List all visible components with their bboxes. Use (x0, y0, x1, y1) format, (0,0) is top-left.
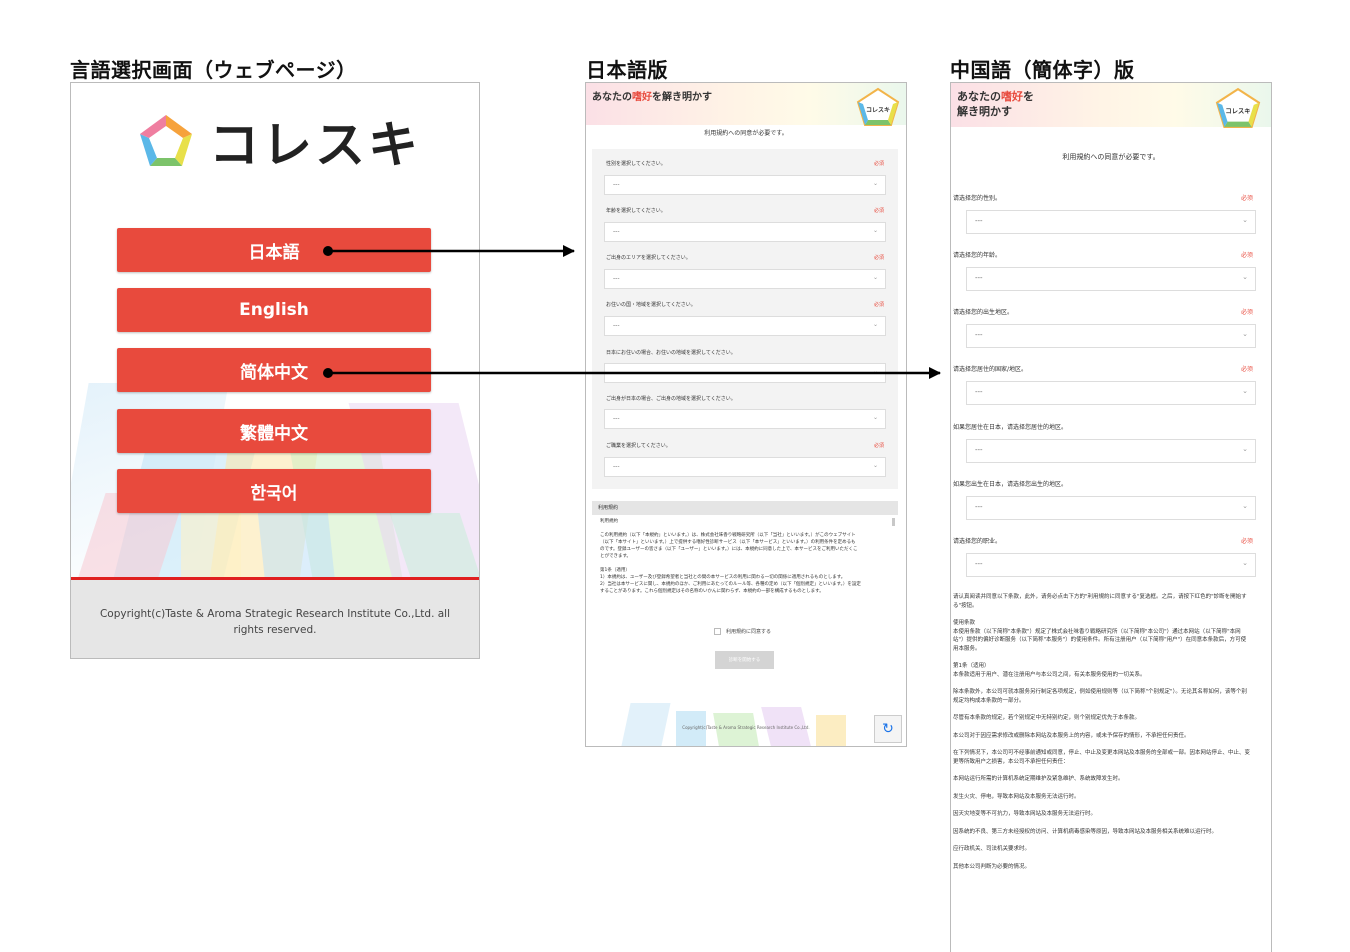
koresuki-logo: コレスキ (137, 105, 421, 177)
chevron-down-icon: ⌄ (872, 321, 878, 328)
terms-heading: 利用規約 (592, 501, 898, 515)
koresuki-badge-icon: コレスキ (1215, 87, 1261, 128)
japan-residence-select[interactable]: ---⌄ (966, 439, 1256, 463)
chevron-down-icon: ⌄ (1242, 559, 1248, 567)
pentagon-logo-icon (140, 115, 192, 166)
header-tagline: あなたの嗜好を解き明かす (957, 90, 1034, 118)
japan-origin-select[interactable]: ---⌄ (604, 409, 886, 429)
occupation-select[interactable]: ---⌄ (966, 553, 1256, 577)
required-badge: 必須 (874, 161, 885, 167)
badge-text: コレスキ (1225, 107, 1250, 115)
chevron-down-icon: ⌄ (872, 180, 878, 187)
site-header: あなたの嗜好を解き明かす コレスキ (951, 83, 1271, 128)
chevron-down-icon: ⌄ (1242, 387, 1248, 395)
chevron-down-icon: ⌄ (1242, 216, 1248, 224)
chevron-down-icon: ⌄ (872, 368, 878, 375)
chevron-down-icon: ⌄ (872, 227, 878, 234)
agree-label: 利用規約に同意する (726, 629, 772, 635)
question-japan-origin-label: ご出身が日本の場合、ご出身の地域を選択してください。 (606, 396, 736, 402)
chevron-down-icon: ⌄ (872, 462, 878, 469)
badge-text: コレスキ (866, 107, 890, 114)
terms-text: 请认真阅读并同意以下条款，此外，请务必点击下方的"利用規約に同意する"复选框。之… (953, 594, 1251, 870)
question-japan-birth-label: 如果您出生在日本，请选择您出生的地区。 (953, 481, 1068, 488)
footer-copyright: Copyright(c)Taste & Aroma Strategic Rese… (682, 725, 810, 730)
required-badge: 必须 (1241, 309, 1254, 316)
age-select[interactable]: ---⌄ (966, 267, 1256, 291)
title-language-select: 言語選択画面（ウェブページ） (70, 58, 357, 82)
language-button-traditional-chinese[interactable]: 繁體中文 (117, 409, 431, 453)
residence-country-select[interactable]: ---⌄ (604, 316, 886, 336)
birth-area-select[interactable]: ---⌄ (966, 324, 1256, 348)
chevron-down-icon: ⌄ (1242, 330, 1248, 338)
title-chinese-version: 中国語（簡体字）版 (950, 58, 1135, 82)
required-badge: 必须 (1241, 538, 1254, 545)
gender-select[interactable]: ---⌄ (604, 175, 886, 195)
required-badge: 必須 (874, 443, 885, 449)
background-tiles (71, 313, 479, 578)
residence-country-select[interactable]: ---⌄ (966, 381, 1256, 405)
copyright-footer: Copyright(c)Taste & Aroma Strategic Rese… (71, 577, 479, 658)
chevron-down-icon: ⌄ (1242, 445, 1248, 453)
chevron-down-icon: ⌄ (872, 414, 878, 421)
recaptcha-icon[interactable]: ↻ (874, 715, 902, 743)
question-gender-label: 请选择您的性别。 (953, 195, 1002, 202)
question-occupation-label: 请选择您的职业。 (953, 538, 1002, 545)
question-origin-area-label: ご出身のエリアを選択してください。 (606, 255, 691, 261)
language-button-japanese[interactable]: 日本語 (117, 228, 431, 272)
question-age-label: 年齢を選択してください。 (606, 208, 666, 214)
chevron-down-icon: ⌄ (1242, 502, 1248, 510)
question-residence-country-label: 请选择您居住的国家/地区。 (953, 366, 1028, 373)
logo-text: コレスキ (209, 116, 421, 174)
question-occupation-label: ご職業を選択してください。 (606, 443, 671, 449)
question-japan-residence-label: 如果您居住在日本，请选择您居住的地区。 (953, 424, 1068, 431)
required-badge: 必须 (1241, 252, 1254, 259)
required-badge: 必須 (874, 255, 885, 261)
language-button-english[interactable]: English (117, 288, 431, 332)
site-header: あなたの嗜好を解き明かす コレスキ (586, 83, 906, 126)
required-badge: 必须 (1241, 366, 1254, 373)
start-diagnosis-button[interactable]: 診断を開始する (715, 651, 774, 669)
terms-scrollbar[interactable] (892, 518, 895, 526)
header-tagline: あなたの嗜好を解き明かす (592, 92, 712, 103)
question-japan-residence-label: 日本にお住いの場合、お住いの地域を選択してください。 (606, 350, 736, 356)
required-badge: 必须 (1241, 195, 1254, 202)
agree-checkbox-row[interactable]: 利用規約に同意する (714, 628, 771, 635)
language-button-simplified-chinese[interactable]: 简体中文 (117, 348, 431, 392)
agree-checkbox[interactable] (714, 628, 721, 635)
occupation-select[interactable]: ---⌄ (604, 457, 886, 477)
japan-birth-select[interactable]: ---⌄ (966, 496, 1256, 520)
required-badge: 必須 (874, 302, 885, 308)
language-button-korean[interactable]: 한국어 (117, 469, 431, 513)
japanese-form-screen: あなたの嗜好を解き明かす コレスキ 利用規約への同意が必要です。 性別を選択して… (585, 82, 907, 747)
chinese-form-screen: あなたの嗜好を解き明かす コレスキ 利用規約への同意が必要です。 请选择您的性别… (950, 82, 1272, 952)
title-japanese-version: 日本語版 (586, 58, 668, 82)
age-select[interactable]: ---⌄ (604, 222, 886, 242)
terms-notice: 利用規約への同意が必要です。 (704, 130, 788, 137)
question-age-label: 请选择您的年龄。 (953, 252, 1002, 259)
page-footer: Copyright(c)Taste & Aroma Strategic Rese… (586, 703, 906, 746)
required-badge: 必須 (874, 208, 885, 214)
question-residence-country-label: お住いの国・地域を選択してください。 (606, 302, 696, 308)
terms-notice: 利用規約への同意が必要です。 (1062, 153, 1160, 161)
language-select-screen: コレスキ 日本語 English 简体中文 繁體中文 한국어 Copyright… (70, 82, 480, 659)
origin-area-select[interactable]: ---⌄ (604, 269, 886, 289)
terms-text[interactable]: 利用規約 この利用規約（以下「本規約」といいます。）は、株式会社味香り戦略研究所… (600, 519, 861, 594)
koresuki-badge-icon: コレスキ (856, 87, 900, 126)
gender-select[interactable]: ---⌄ (966, 210, 1256, 234)
question-birth-area-label: 请选择您的出生地区。 (953, 309, 1014, 316)
chevron-down-icon: ⌄ (1242, 273, 1248, 281)
chevron-down-icon: ⌄ (872, 274, 878, 281)
question-gender-label: 性別を選択してください。 (606, 161, 666, 167)
